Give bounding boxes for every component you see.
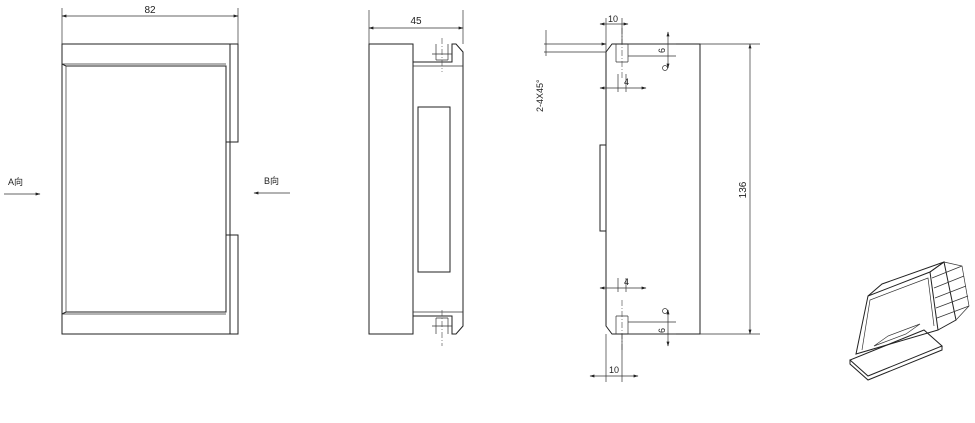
dim-slot-height-top: 6 [657, 48, 667, 53]
dim-slot-height-bottom: 6 [657, 328, 667, 333]
dim-chamfer: 2-4X45° [535, 79, 545, 112]
direction-b-label: B向 [264, 175, 279, 186]
direction-a: A向 [4, 176, 41, 196]
dim-slot-width-top: 4 [624, 77, 629, 87]
right-view: 10 2-4X45° 6 4 4 6 10 136 [535, 14, 760, 382]
dim-front-width: 82 [144, 5, 156, 16]
dim-slot-offset-bottom: 10 [609, 365, 619, 375]
direction-b: B向 [253, 175, 290, 195]
dim-height: 136 [738, 181, 749, 198]
dim-side-width: 45 [410, 16, 422, 27]
front-view: 82 [61, 5, 239, 335]
isometric-view [849, 261, 970, 381]
dim-slot-width-bottom: 4 [624, 277, 629, 287]
dim-slot-offset-top: 10 [608, 14, 618, 24]
heatsink-fins [931, 261, 970, 321]
direction-a-label: A向 [8, 176, 23, 187]
side-view: 45 [368, 10, 464, 346]
